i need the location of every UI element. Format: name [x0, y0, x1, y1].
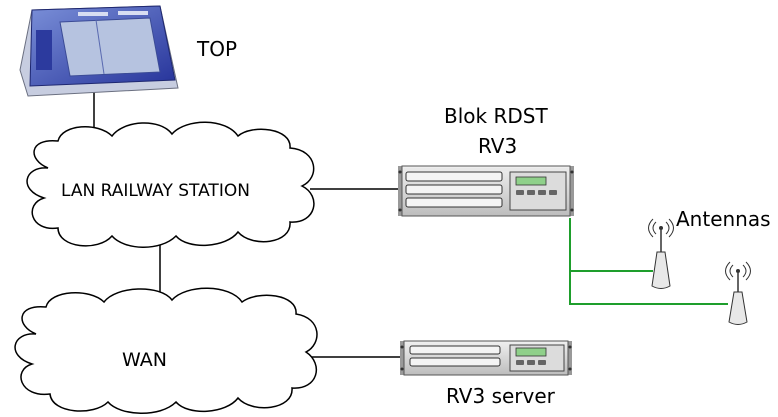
- rv3-server-label: RV3 server: [446, 384, 555, 408]
- cloud-icon: [26, 121, 315, 248]
- wan-label: WAN: [122, 349, 167, 371]
- server-rack-icon: [398, 165, 574, 217]
- server-rack-icon: [400, 340, 572, 376]
- rdst-label-line1: Blok RDST: [444, 104, 548, 128]
- terminal-label: TOP: [197, 37, 238, 61]
- lan-label: LAN RAILWAY STATION: [61, 181, 250, 201]
- terminal-icon: [19, 5, 179, 97]
- antenna-icon: [648, 218, 674, 289]
- antenna-icon: [725, 261, 751, 325]
- antennas-label: Antennas: [676, 207, 771, 231]
- antenna-link: [569, 218, 728, 305]
- rdst-label-line2: RV3: [478, 134, 518, 158]
- cloud-icon: [14, 287, 318, 414]
